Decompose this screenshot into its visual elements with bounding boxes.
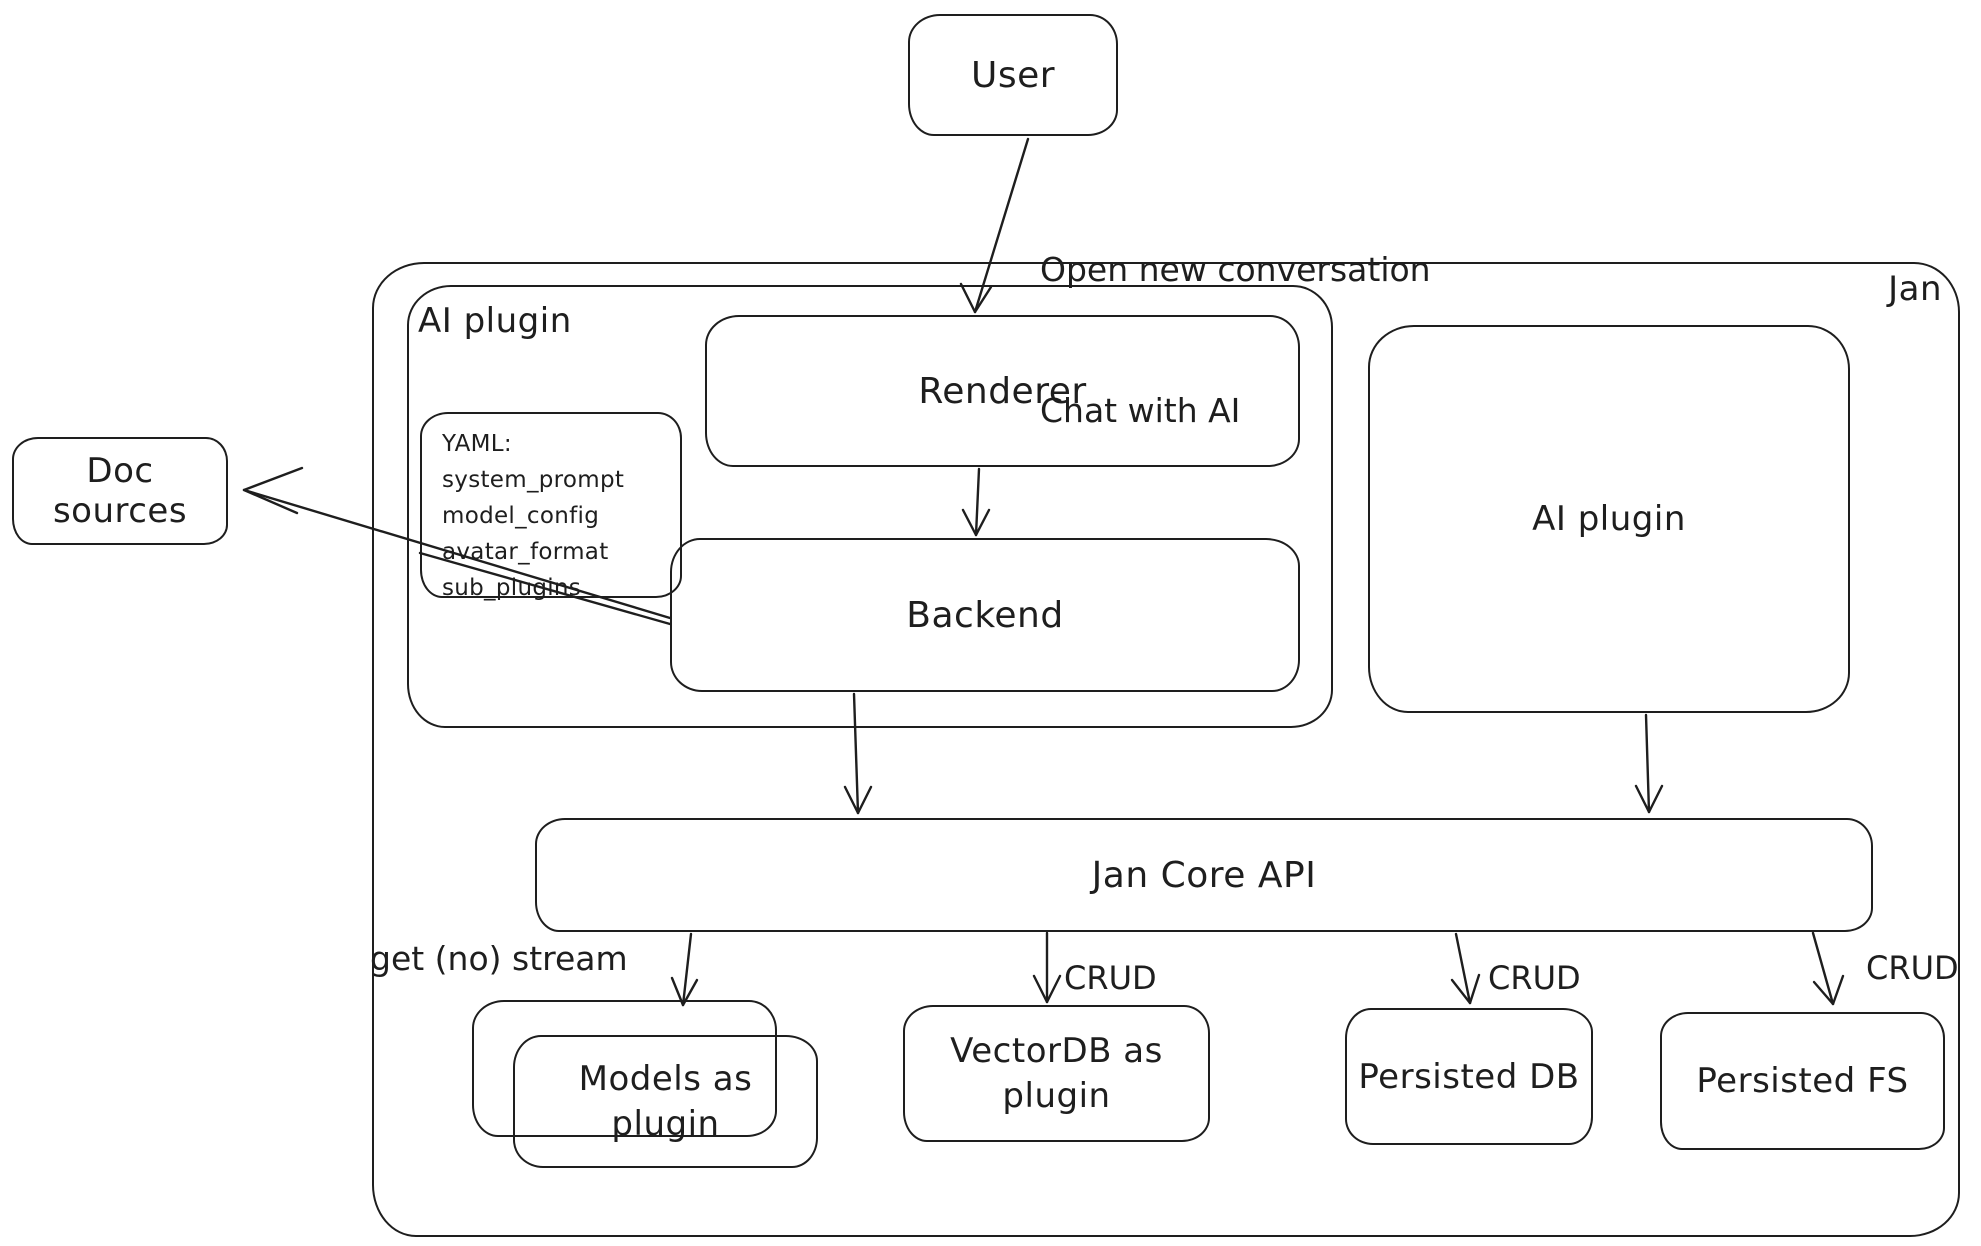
ai-plugin-right-node-label: AI plugin	[1532, 499, 1686, 539]
backend-node: Backend	[670, 538, 1300, 692]
yaml-line: avatar_format	[442, 539, 609, 565]
user-flow-label: Open new conversation Chat with AI	[1040, 152, 1431, 528]
renderer-node-label: Renderer	[918, 370, 1087, 412]
vectordb-edge-label: CRUD	[1064, 959, 1157, 997]
models-node-back-box	[472, 1000, 777, 1137]
vectordb-node: VectorDB as plugin	[903, 1005, 1210, 1142]
models-edge-label: get (no) stream	[370, 939, 628, 978]
persisted-db-edge-label: CRUD	[1488, 959, 1581, 997]
backend-node-label: Backend	[906, 594, 1064, 636]
yaml-line: model_config	[442, 503, 600, 529]
renderer-node: Renderer	[705, 315, 1300, 467]
yaml-note-text: YAML: system_prompt model_config avatar_…	[442, 426, 624, 606]
yaml-note-box: YAML: system_prompt model_config avatar_…	[420, 412, 682, 601]
user-flow-label-line1: Open new conversation	[1040, 250, 1431, 289]
user-node-label: User	[970, 54, 1056, 96]
models-node: Models as plugin	[513, 1035, 818, 1168]
models-node-label: Models as plugin	[578, 1059, 753, 1144]
jan-container-box	[372, 262, 1960, 1237]
vectordb-node-label: VectorDB as plugin	[950, 1031, 1163, 1116]
user-flow-label-line2: Chat with AI	[1040, 391, 1241, 430]
ai-plugin-right-node: AI plugin	[1368, 325, 1850, 713]
persisted-db-node: Persisted DB	[1345, 1008, 1593, 1145]
user-node: User	[908, 14, 1118, 136]
persisted-fs-node-label: Persisted FS	[1696, 1061, 1909, 1101]
arrowhead-backend-to-docsources	[242, 466, 304, 515]
doc-sources-node: Doc sources	[12, 437, 228, 545]
yaml-line: system_prompt	[442, 467, 625, 493]
yaml-line: sub_plugins	[442, 575, 582, 601]
jan-container-label: Jan	[1888, 269, 1942, 309]
ai-plugin-container-label: AI plugin	[418, 301, 572, 341]
doc-sources-node-label: Doc sources	[52, 451, 188, 531]
jan-core-api-node: Jan Core API	[535, 818, 1873, 932]
persisted-fs-node: Persisted FS	[1660, 1012, 1945, 1150]
persisted-fs-edge-label: CRUD	[1866, 949, 1959, 987]
persisted-db-node-label: Persisted DB	[1358, 1056, 1580, 1097]
yaml-line: YAML:	[442, 431, 512, 457]
jan-core-api-node-label: Jan Core API	[1091, 854, 1317, 896]
